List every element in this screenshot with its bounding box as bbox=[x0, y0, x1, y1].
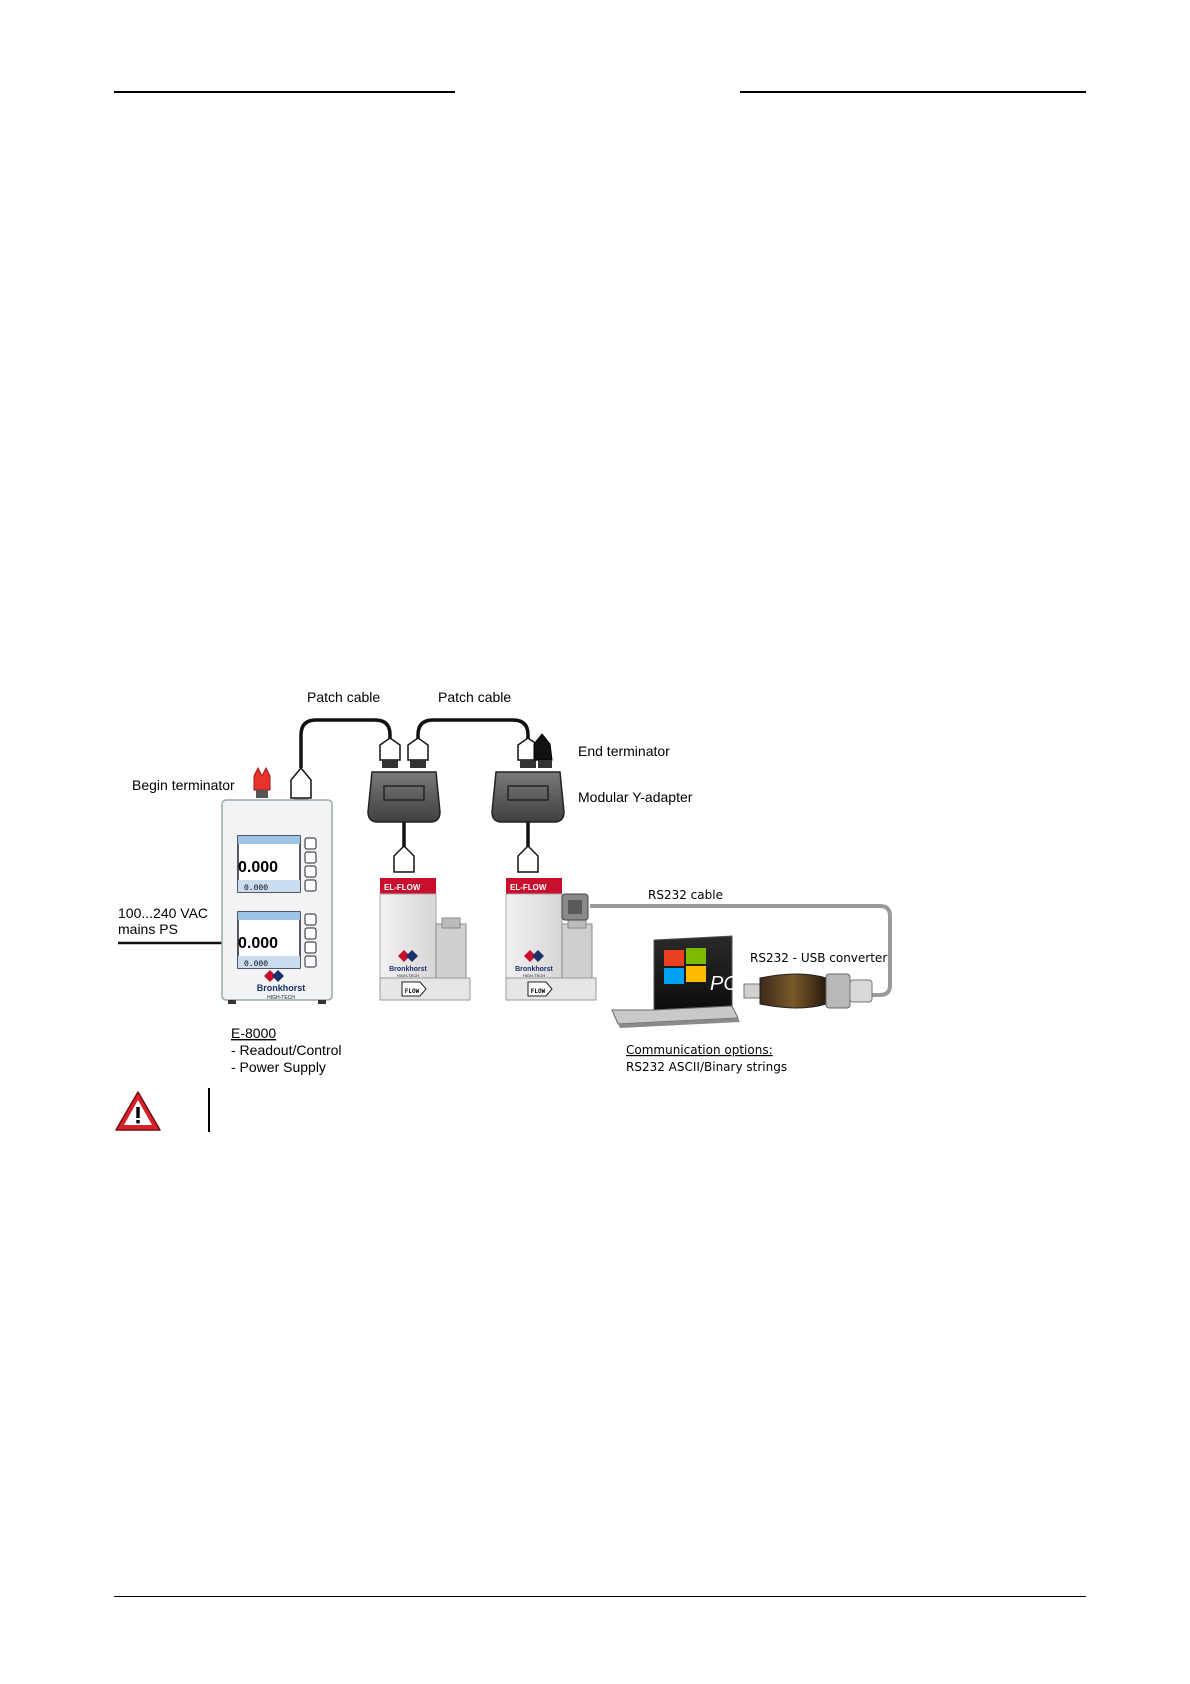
flow-meter-2 bbox=[505, 878, 597, 1001]
meter-2-connector bbox=[517, 844, 539, 873]
meter-1-flow-label: FLOW bbox=[405, 988, 420, 995]
modular-y-adapter-label: Modular Y-adapter bbox=[578, 789, 693, 805]
rs232-cable-label: RS232 cable bbox=[648, 888, 723, 902]
meter-1-model: EL-FLOW bbox=[384, 883, 421, 892]
y-adapter-2 bbox=[491, 737, 565, 823]
mains-label-line1: 100...240 VAC bbox=[118, 905, 208, 921]
e8000-device bbox=[221, 799, 333, 1004]
patch-cable-2 bbox=[416, 718, 530, 740]
patch-cable-1-label: Patch cable bbox=[307, 689, 380, 705]
begin-terminator bbox=[253, 766, 271, 798]
end-terminator bbox=[533, 733, 553, 768]
e8000-screen1-sub: 0.000 bbox=[244, 884, 268, 893]
comm-option-rs232: RS232 ASCII/Binary strings bbox=[626, 1060, 787, 1074]
e8000-screen1-value: 0.000 bbox=[238, 859, 278, 876]
e8000-brand-sub: HIGH-TECH bbox=[267, 995, 295, 1001]
flow-meter-1 bbox=[379, 878, 471, 1001]
header-rule-left bbox=[114, 91, 455, 93]
e8000-screen2-value: 0.000 bbox=[238, 935, 278, 952]
meter-2-brand: Bronkhorst bbox=[515, 966, 553, 973]
e8000-brand: Bronkhorst bbox=[257, 983, 306, 993]
meter-2-model: EL-FLOW bbox=[510, 883, 547, 892]
usb-converter bbox=[743, 973, 873, 1009]
meter-1-connector bbox=[393, 844, 415, 873]
header-rule-right bbox=[740, 91, 1086, 93]
comm-options-title: Communication options: bbox=[626, 1043, 773, 1057]
meter-1-brand-sub: HIGH-TECH bbox=[397, 973, 419, 978]
e8000-item-power: - Power Supply bbox=[231, 1059, 326, 1075]
rs232-cable bbox=[590, 904, 892, 997]
e8000-item-readout: - Readout/Control bbox=[231, 1042, 342, 1058]
y-adapter-1 bbox=[367, 737, 441, 823]
patch-cable-2-label: Patch cable bbox=[438, 689, 511, 705]
meter-2-brand-sub: HIGH-TECH bbox=[523, 973, 545, 978]
end-terminator-label: End terminator bbox=[578, 743, 670, 759]
patch-cable-1 bbox=[299, 718, 392, 768]
rs232-usb-converter-label: RS232 - USB converter bbox=[750, 951, 887, 965]
meter-2-flow-label: FLOW bbox=[531, 988, 546, 995]
e8000-title: E-8000 bbox=[231, 1025, 276, 1041]
pc-label: PC bbox=[710, 973, 738, 995]
warning-triangle-icon bbox=[115, 1091, 161, 1131]
e8000-screen2-sub: 0.000 bbox=[244, 960, 268, 969]
begin-terminator-label: Begin terminator bbox=[132, 777, 235, 793]
mains-label-line2: mains PS bbox=[118, 921, 178, 937]
device-patch-connector bbox=[290, 766, 312, 804]
warning-divider bbox=[208, 1088, 210, 1132]
laptop-pc bbox=[611, 935, 740, 1028]
meter-1-brand: Bronkhorst bbox=[389, 966, 427, 973]
footer-rule bbox=[114, 1596, 1086, 1597]
